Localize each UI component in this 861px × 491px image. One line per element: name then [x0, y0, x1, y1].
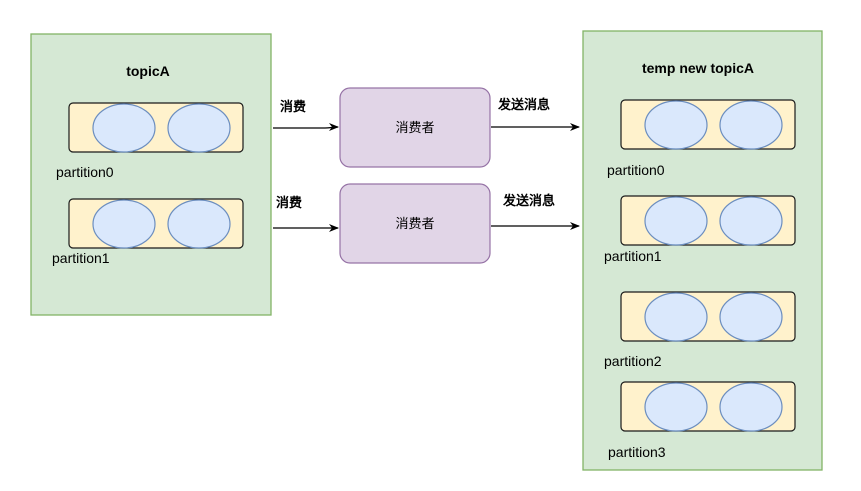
source-partition-0: partition0 — [56, 102, 244, 180]
message-circle — [719, 196, 783, 246]
message-circle — [719, 382, 783, 432]
consumer-box — [339, 183, 491, 264]
consume-label-0: 消费 — [280, 99, 306, 115]
send-label-1: 发送消息 — [502, 193, 555, 209]
partition-label: partition2 — [604, 353, 662, 369]
partition-label: partition0 — [56, 164, 114, 180]
target-topic-title: temp new topicA — [642, 60, 754, 76]
message-circle — [167, 103, 231, 153]
message-circle — [167, 199, 231, 249]
message-circle — [92, 199, 156, 249]
message-circle — [719, 292, 783, 342]
source-partition-1: partition1 — [52, 198, 244, 266]
consume-arrow-0 — [273, 123, 339, 132]
target-partition-3: partition3 — [608, 381, 796, 460]
consume-label-1: 消费 — [276, 195, 302, 211]
source-topic: topicA partition0 partition1 — [30, 33, 272, 316]
target-partition-0: partition0 — [607, 99, 796, 178]
send-label-0: 发送消息 — [497, 97, 550, 113]
message-circle — [644, 292, 708, 342]
partition-label: partition1 — [604, 248, 662, 264]
target-topic: temp new topicA partition0 partition1 pa… — [582, 30, 823, 471]
consumer-1: 消费者 — [339, 183, 491, 264]
message-circle — [644, 382, 708, 432]
message-circle — [644, 100, 708, 150]
message-circle — [719, 100, 783, 150]
target-partition-2: partition2 — [604, 291, 796, 369]
source-topic-box — [30, 33, 272, 316]
message-circle — [644, 196, 708, 246]
message-circle — [92, 103, 156, 153]
consumer-0: 消费者 — [339, 87, 491, 168]
consumer-box — [339, 87, 491, 168]
partition-label: partition3 — [608, 444, 666, 460]
partition-label: partition0 — [607, 162, 665, 178]
consumer-label: 消费者 — [395, 121, 434, 136]
target-partition-1: partition1 — [604, 195, 796, 264]
consumer-label: 消费者 — [395, 217, 434, 232]
partition-label: partition1 — [52, 250, 110, 266]
source-topic-title: topicA — [126, 63, 170, 79]
